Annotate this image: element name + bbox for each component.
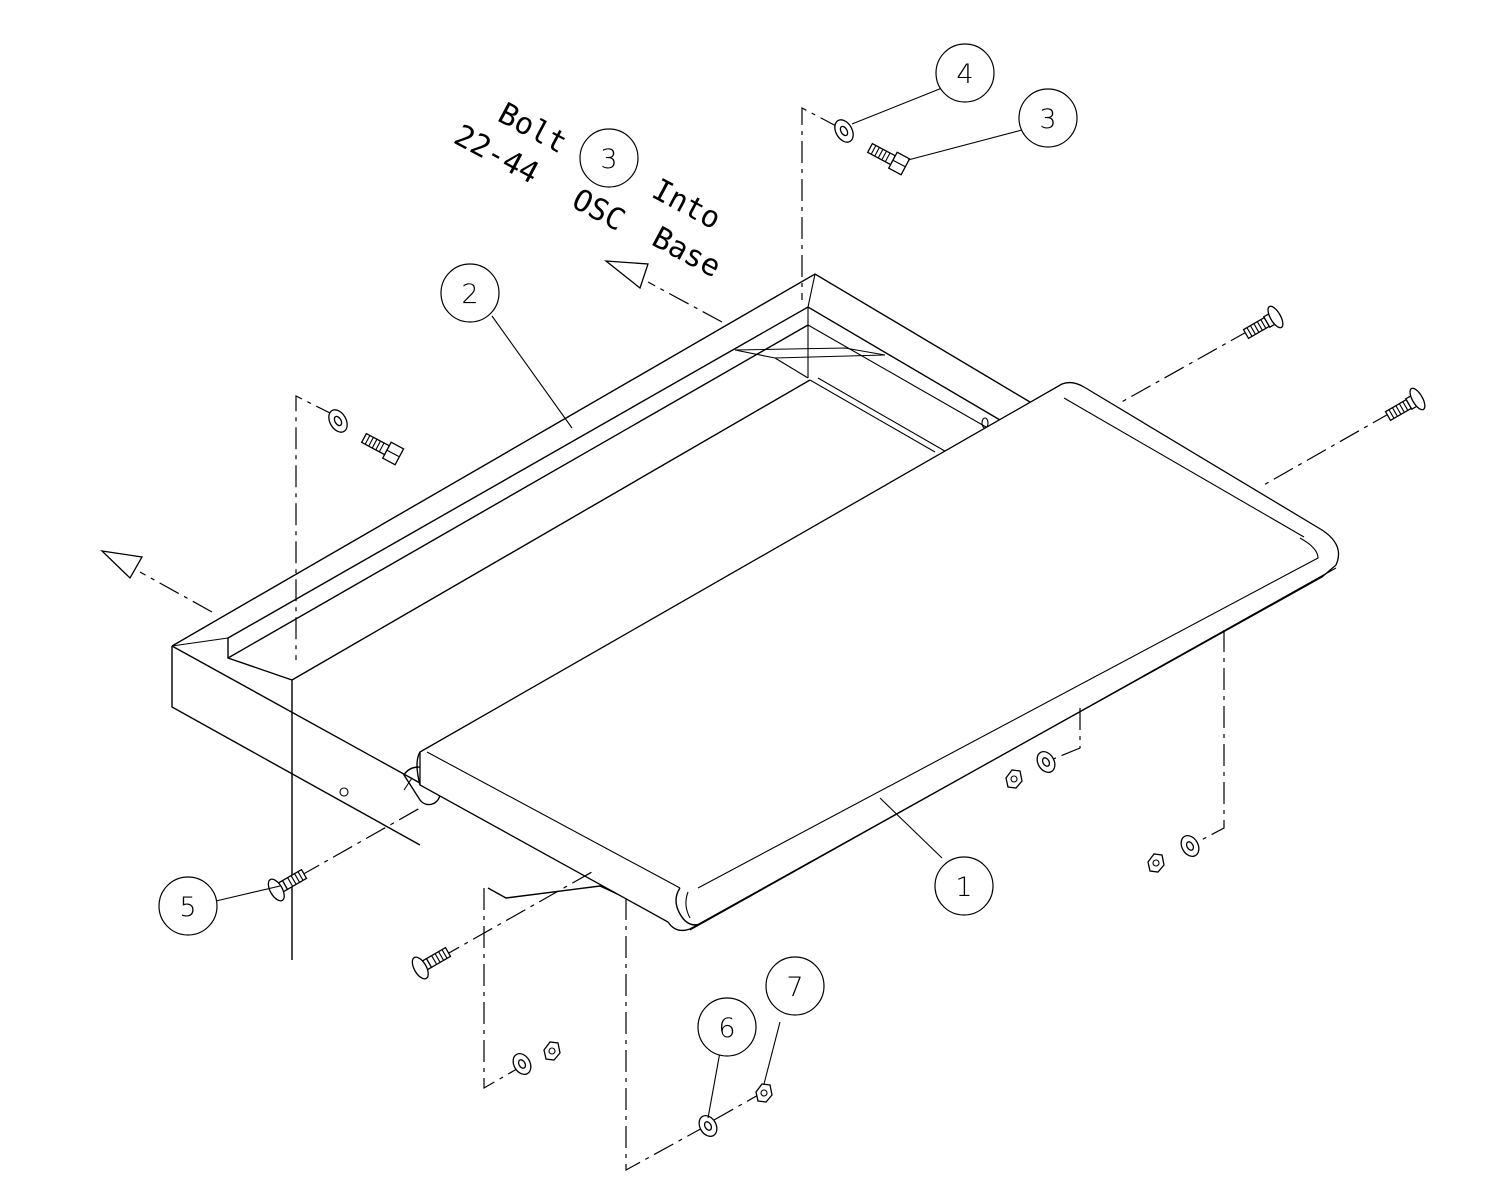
balloon-3: 3: [1018, 88, 1078, 148]
svg-text:5: 5: [179, 892, 196, 923]
carriage-bolt-icon: [1384, 387, 1426, 422]
balloon-1: 1: [934, 856, 994, 916]
carriage-bolt-icon: [1242, 305, 1284, 340]
hex-nut-icon: [543, 1041, 561, 1061]
leader-lines: [215, 87, 1023, 1119]
washer-icon: [512, 1053, 532, 1075]
balloon-6: 6: [697, 997, 757, 1057]
carriage-bolt-icon: [267, 868, 308, 902]
washer-icon: [834, 119, 854, 143]
svg-text:7: 7: [786, 972, 803, 1003]
washer-icon: [328, 409, 348, 433]
hex-nut-icon: [1147, 853, 1165, 873]
note-base: Base: [646, 220, 726, 285]
svg-text:3: 3: [1039, 104, 1056, 135]
hex-nut-icon: [1005, 769, 1023, 789]
carriage-bolt-icon: [411, 946, 452, 980]
balloon-4: 4: [935, 43, 995, 103]
svg-text:6: 6: [718, 1013, 735, 1044]
table-top: [416, 381, 1340, 932]
balloon-7: 7: [765, 956, 825, 1016]
washer-icon: [1180, 835, 1200, 857]
svg-text:2: 2: [461, 279, 478, 310]
svg-text:1: 1: [955, 872, 972, 903]
note-balloon-3: 3: [579, 128, 639, 188]
washer-icon: [698, 1115, 718, 1137]
balloon-2: 2: [440, 263, 500, 323]
hex-bolt-icon: [866, 142, 911, 176]
hex-bolt-icon: [360, 432, 405, 466]
washer-icon: [1036, 751, 1056, 773]
assembly-lines: [139, 107, 1393, 1172]
note-osc: OSC: [566, 182, 630, 238]
svg-text:3: 3: [600, 144, 617, 175]
assembly-note: Bolt 3 Into 22-44 OSC Base: [448, 96, 726, 285]
hex-nut-icon: [755, 1083, 773, 1103]
balloon-5: 5: [158, 876, 218, 936]
svg-text:4: 4: [956, 59, 973, 90]
direction-arrow-icon: [100, 260, 649, 580]
